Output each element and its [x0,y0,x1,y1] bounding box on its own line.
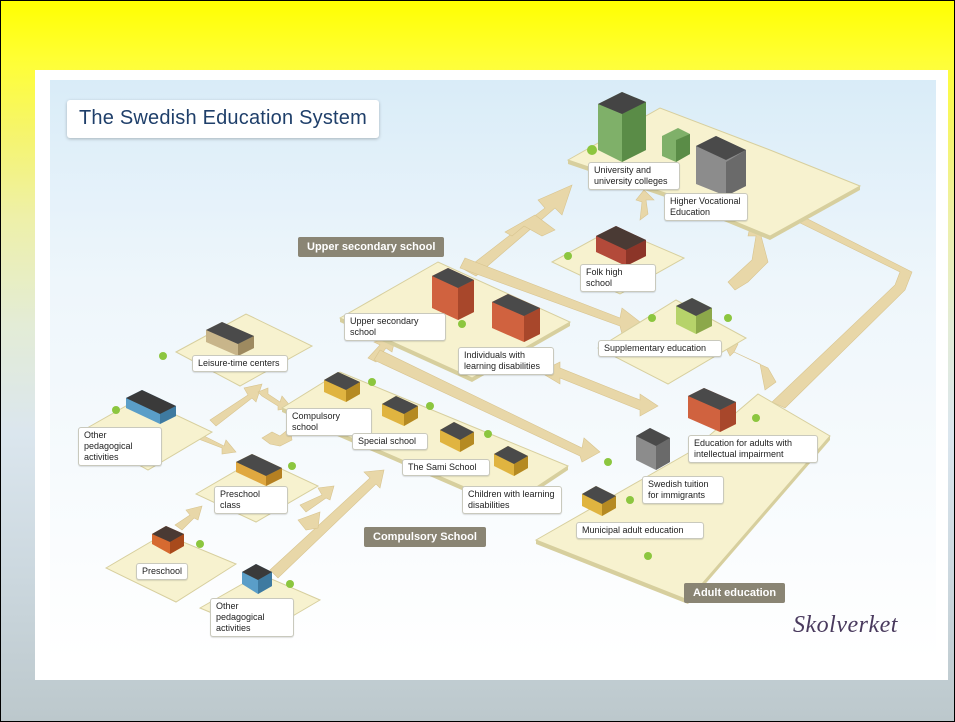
label-folk-high-school: Folk high school [580,264,656,292]
tag-upper-secondary: Upper secondary school [298,237,445,257]
label-other-ped-1: Other pedagogical activities [78,427,162,466]
arrow-otherped2-compulsory [269,469,385,579]
flow-arrows [174,184,913,579]
special-school-building-icon [382,396,418,426]
preschool-class-building-icon [236,454,282,486]
supplementary-building-icon [676,298,712,334]
label-special-school: Special school [352,433,428,450]
arrow-folk-to-university [635,189,655,221]
buildings [126,92,746,594]
label-upper-secondary: Upper secondary school [344,313,446,341]
label-swedish-tuition: Swedish tuition for immigrants [642,476,724,504]
page-title: The Swedish Education System [79,107,367,129]
label-higher-vocational: Higher Vocational Education [664,193,748,221]
vocational-building-icon [696,136,746,196]
arrow-compulsory-to-adult [373,349,601,463]
tag-adult: Adult education [684,583,786,603]
other-ped-1-building-icon [126,390,176,424]
arrow-curve-small [297,511,321,531]
label-preschool-class: Preschool class [214,486,288,514]
skolverket-logo: Skolverket [793,612,898,638]
preschool-building-icon [152,526,184,554]
label-university: University and university colleges [588,162,680,190]
label-adults-intellectual: Education for adults with intellectual i… [688,435,818,463]
label-leisure-time: Leisure-time centers [192,355,288,372]
arrow-preschoolclass-up [299,485,335,513]
municipal-adult-building-icon [582,486,616,516]
adults-intellectual-building-icon [688,388,736,432]
label-municipal-adult: Municipal adult education [576,522,704,539]
folk-high-school-icon [596,226,646,266]
title-box: The Swedish Education System [67,100,379,138]
arrow-preschool-preschoolclass [174,505,203,531]
children-ld-building-icon [494,446,528,476]
university-building-icon [598,92,690,162]
label-sami-school: The Sami School [402,459,490,476]
arrow-upper-adult-bidirectional [539,361,659,417]
label-children-ld: Children with learning disabilities [462,486,562,514]
label-compulsory-school: Compulsory school [286,408,372,436]
upper-secondary-building-icon [432,268,540,342]
arrow-branch-folk [504,214,556,237]
tag-compulsory: Compulsory School [364,527,486,547]
other-ped-2-building-icon [242,564,272,594]
sami-school-building-icon [440,422,474,452]
label-individuals-ld: Individuals with learning disabilities [458,347,554,375]
label-supplementary: Supplementary education [598,340,722,357]
label-other-ped-2: Other pedagogical activities [210,598,294,637]
compulsory-building-icon [324,372,360,402]
label-preschool: Preschool [136,563,188,580]
swedish-tuition-building-icon [636,428,670,470]
leisure-building-icon [206,322,254,356]
arrow-leisure-compulsory [257,387,293,411]
